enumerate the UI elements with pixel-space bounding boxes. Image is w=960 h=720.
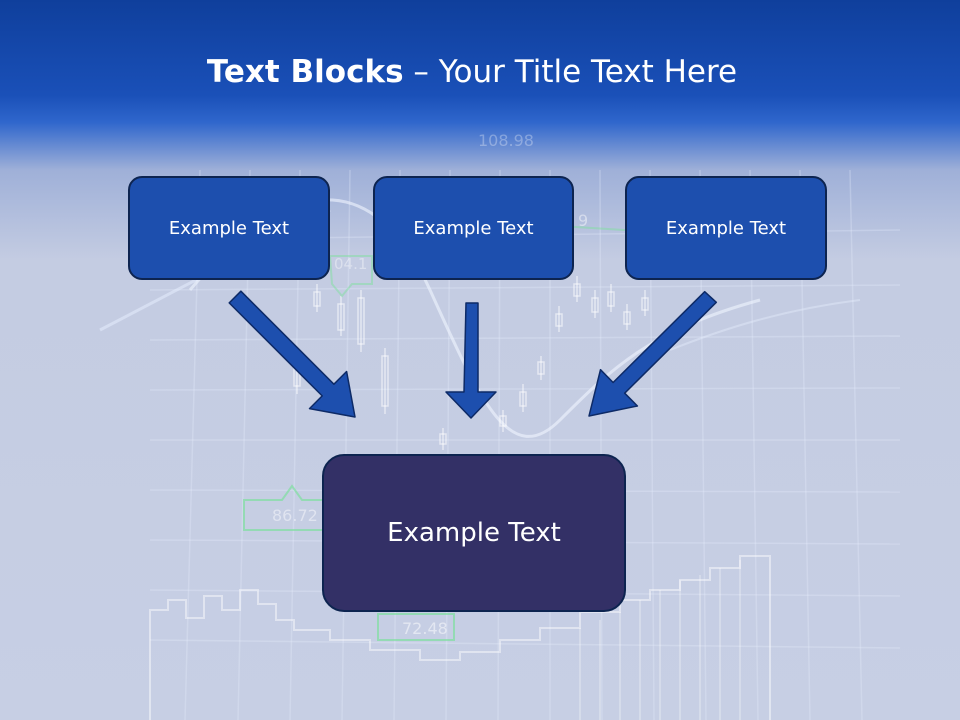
- text-block-right-label: Example Text: [665, 217, 787, 239]
- arrow-left: [228, 290, 356, 418]
- text-block-left-label: Example Text: [168, 217, 290, 239]
- text-block-bottom-label: Example Text: [387, 518, 561, 548]
- title-bold: Text Blocks: [206, 54, 404, 90]
- text-block-left[interactable]: Example Text: [128, 176, 330, 280]
- text-block-bottom[interactable]: Example Text: [322, 454, 626, 612]
- arrow-right: [588, 290, 718, 417]
- bg-label-3: 9: [578, 211, 588, 230]
- slide-title: Text Blocks – Your Title Text Here: [0, 54, 944, 90]
- bg-label-1: 108.98: [478, 131, 534, 150]
- title-rest: Your Title Text Here: [438, 54, 738, 90]
- arrow-center: [445, 302, 497, 419]
- bg-label-5: 72.48: [402, 619, 448, 638]
- bg-label-4: 86.72: [272, 506, 318, 525]
- text-block-center[interactable]: Example Text: [373, 176, 574, 280]
- title-dash: –: [403, 54, 439, 90]
- text-block-right[interactable]: Example Text: [625, 176, 827, 280]
- bg-label-2: 04.1: [334, 255, 367, 273]
- text-block-center-label: Example Text: [413, 217, 534, 239]
